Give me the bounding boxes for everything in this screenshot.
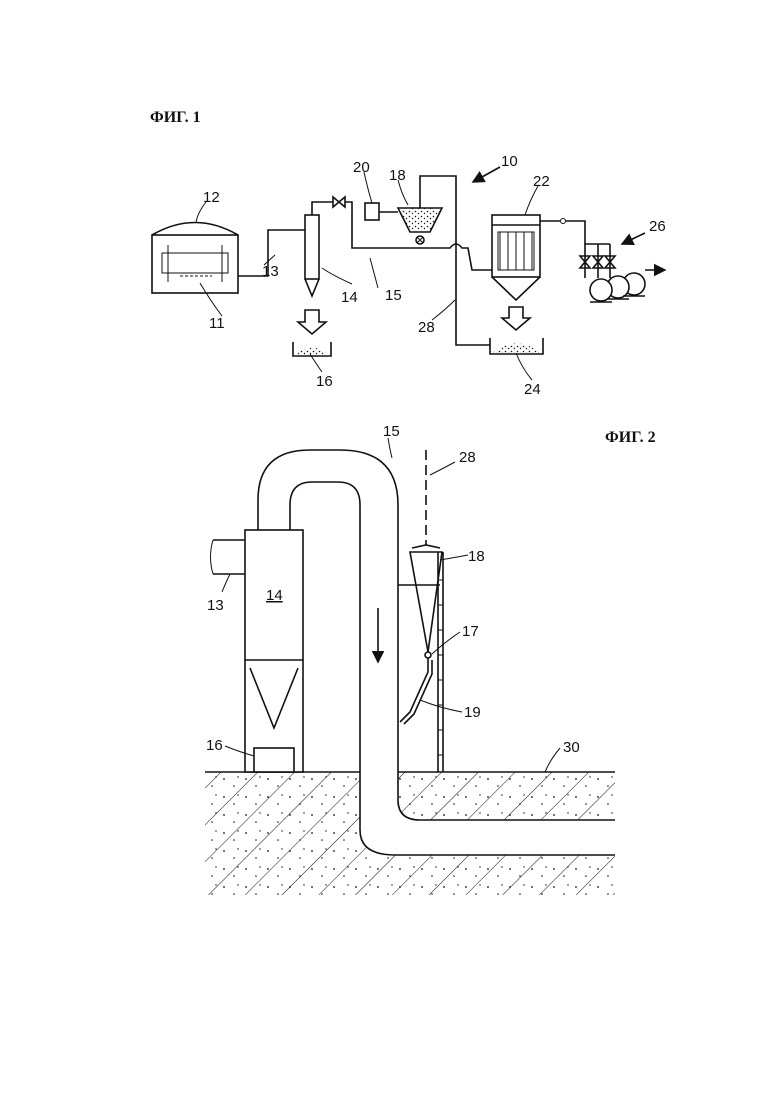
label-18-fig2: 18 bbox=[468, 548, 485, 565]
cyclone-housing-14 bbox=[211, 530, 304, 772]
pump-manifold bbox=[566, 221, 610, 244]
ref-arrow-26 bbox=[622, 233, 645, 244]
cyclone-body bbox=[305, 215, 319, 279]
fig1-title: ФИГ. 1 bbox=[150, 109, 201, 126]
label-24: 24 bbox=[524, 381, 541, 398]
label-15-fig2: 15 bbox=[383, 423, 400, 440]
cyclone-cone bbox=[305, 279, 319, 296]
label-13: 13 bbox=[262, 263, 279, 280]
bin-16 bbox=[293, 342, 331, 356]
pump-icon bbox=[590, 279, 612, 301]
pipe-to-filter bbox=[410, 244, 492, 270]
bin-24 bbox=[490, 338, 543, 354]
label-26: 26 bbox=[649, 218, 666, 235]
housing-body bbox=[245, 530, 303, 772]
label-30-fig2: 30 bbox=[563, 739, 580, 756]
label-14: 14 bbox=[341, 289, 358, 306]
label-19-fig2: 19 bbox=[464, 704, 481, 721]
label-16: 16 bbox=[316, 373, 333, 390]
filter-cone bbox=[492, 277, 540, 300]
label-13-fig2: 13 bbox=[207, 597, 224, 614]
label-22: 22 bbox=[533, 173, 550, 190]
furnace-body bbox=[152, 235, 238, 293]
label-12: 12 bbox=[203, 189, 220, 206]
label-10: 10 bbox=[501, 153, 518, 170]
figure-1: ФИГ. 1 bbox=[150, 109, 666, 398]
vacuum-pumps bbox=[590, 270, 665, 302]
cyclone-top-pipe bbox=[312, 202, 333, 215]
label-20: 20 bbox=[353, 159, 370, 176]
label-14-fig2: 14 bbox=[266, 587, 283, 604]
down-arrow-icon bbox=[502, 307, 530, 330]
down-arrow-icon bbox=[298, 310, 326, 334]
hopper-18-fig2 bbox=[398, 450, 443, 772]
furnace-dome bbox=[152, 223, 238, 236]
label-17-fig2: 17 bbox=[462, 623, 479, 640]
ref-arrow-10 bbox=[473, 167, 500, 182]
label-15: 15 bbox=[385, 287, 402, 304]
hopper-18 bbox=[398, 176, 490, 345]
valve-17-icon bbox=[425, 652, 431, 658]
filter-22 bbox=[492, 215, 540, 300]
label-28-fig2: 28 bbox=[459, 449, 476, 466]
label-18: 18 bbox=[389, 167, 406, 184]
pump-valves bbox=[580, 244, 615, 278]
cyclone-14 bbox=[305, 202, 333, 296]
valve-icon bbox=[333, 197, 345, 207]
label-11: 11 bbox=[209, 315, 225, 332]
label-28: 28 bbox=[418, 319, 435, 336]
figure-2: ФИГ. 2 bbox=[205, 423, 656, 895]
box-20 bbox=[365, 203, 379, 220]
pipe-outer-wall bbox=[258, 450, 615, 820]
ground-30 bbox=[205, 772, 615, 895]
furnace-unit bbox=[152, 223, 238, 294]
bin-16 bbox=[254, 748, 294, 772]
label-16-fig2: 16 bbox=[206, 737, 223, 754]
fig2-title: ФИГ. 2 bbox=[605, 429, 656, 446]
